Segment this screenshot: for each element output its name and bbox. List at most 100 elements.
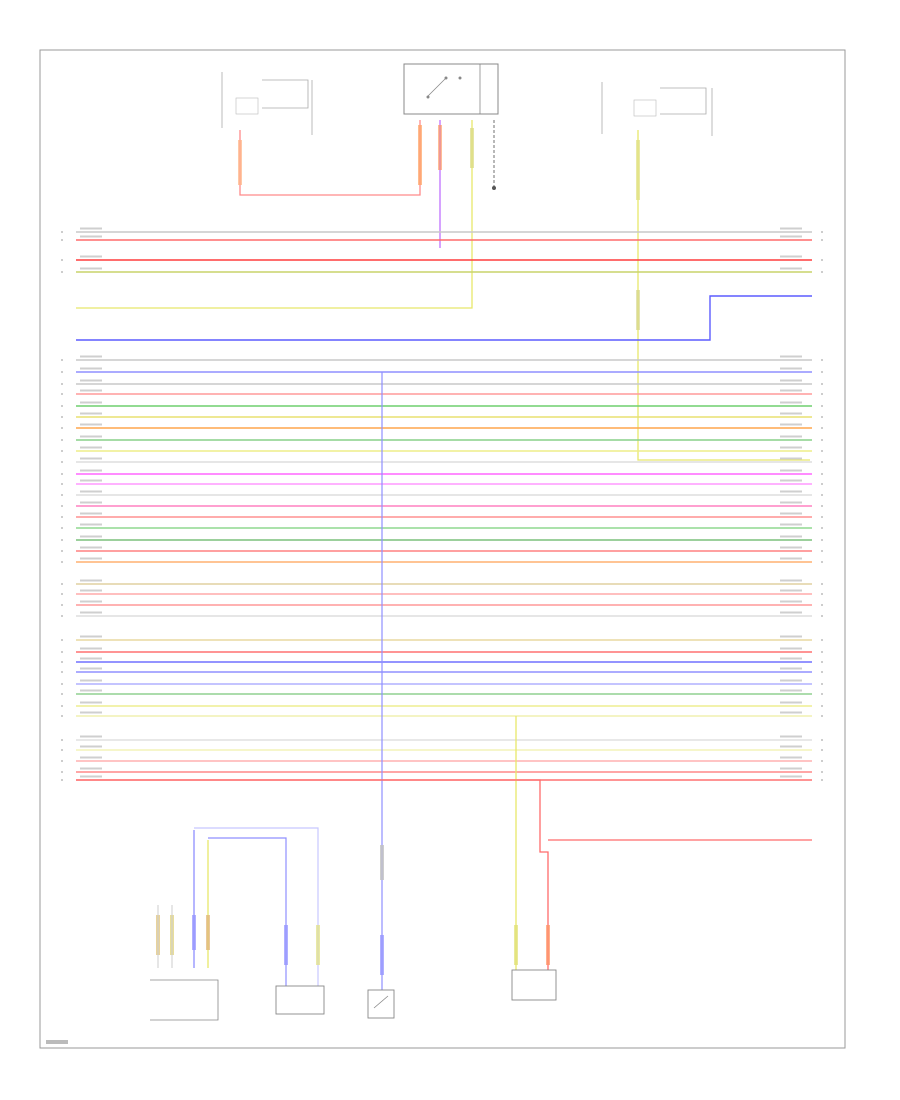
wire-bus bbox=[61, 227, 823, 781]
wire-terminal bbox=[821, 683, 823, 685]
wire-tag bbox=[780, 600, 802, 603]
wire-tag bbox=[780, 589, 802, 592]
wire-tag bbox=[780, 512, 802, 515]
wire-terminal bbox=[61, 604, 63, 606]
wire-tag bbox=[80, 255, 102, 258]
wire-terminal bbox=[61, 483, 63, 485]
wire-tag bbox=[80, 600, 102, 603]
wire-terminal bbox=[821, 593, 823, 595]
wire-tag bbox=[780, 423, 802, 426]
wire-terminal bbox=[61, 239, 63, 241]
wire-tag bbox=[780, 355, 802, 358]
wire-tag bbox=[80, 535, 102, 538]
wire-tag bbox=[780, 255, 802, 258]
wire-tag bbox=[80, 401, 102, 404]
wire-tag bbox=[780, 735, 802, 738]
wire-tag bbox=[780, 745, 802, 748]
wire-tag bbox=[80, 635, 102, 638]
wire-terminal bbox=[821, 383, 823, 385]
wire-tag bbox=[80, 689, 102, 692]
wire-tag bbox=[780, 401, 802, 404]
wire-terminal bbox=[61, 593, 63, 595]
wire-tag bbox=[80, 389, 102, 392]
wire-terminal bbox=[821, 450, 823, 452]
wire-terminal bbox=[821, 615, 823, 617]
wire-terminal bbox=[61, 583, 63, 585]
wire-terminal bbox=[821, 473, 823, 475]
wire-tag bbox=[780, 389, 802, 392]
wire-tag bbox=[80, 423, 102, 426]
fuse-block-left bbox=[221, 72, 313, 135]
module-bottom-right bbox=[76, 716, 812, 1001]
wire-terminal bbox=[61, 539, 63, 541]
wire-terminal bbox=[61, 671, 63, 673]
wire-fuse-to-relay bbox=[239, 120, 421, 196]
wire-fuse-right-yellow bbox=[637, 130, 810, 461]
wire-tag bbox=[780, 267, 802, 270]
wire-tag bbox=[780, 379, 802, 382]
wire-terminal bbox=[821, 359, 823, 361]
wire-terminal bbox=[61, 450, 63, 452]
wire-terminal bbox=[61, 639, 63, 641]
wire-terminal bbox=[821, 705, 823, 707]
wire-tag bbox=[780, 647, 802, 650]
wire-tag bbox=[780, 457, 802, 460]
wire-tag bbox=[780, 557, 802, 560]
wire-tag bbox=[80, 579, 102, 582]
wire-tag bbox=[780, 490, 802, 493]
wire-tag bbox=[80, 701, 102, 704]
wire-tag bbox=[780, 689, 802, 692]
sensor-bottom bbox=[275, 925, 325, 1015]
wire-terminal bbox=[821, 561, 823, 563]
wire-terminal bbox=[61, 561, 63, 563]
wire-tag bbox=[780, 775, 802, 778]
wire-terminal bbox=[821, 760, 823, 762]
module-bottom-left bbox=[150, 827, 319, 1021]
wire-terminal bbox=[821, 439, 823, 441]
wire-terminal bbox=[821, 779, 823, 781]
wire-terminal bbox=[61, 439, 63, 441]
wire-tag bbox=[80, 767, 102, 770]
wire-tag bbox=[780, 611, 802, 614]
wire-tag bbox=[80, 679, 102, 682]
wire-terminal bbox=[61, 771, 63, 773]
wire-tag bbox=[780, 756, 802, 759]
wire-terminal bbox=[61, 494, 63, 496]
wire-relay-yellow bbox=[76, 120, 473, 309]
wire-terminal bbox=[821, 583, 823, 585]
wire-terminal bbox=[61, 516, 63, 518]
wire-tag bbox=[80, 611, 102, 614]
wire-terminal bbox=[61, 779, 63, 781]
wire-tag bbox=[780, 469, 802, 472]
wire-tag bbox=[80, 775, 102, 778]
corner-mark bbox=[46, 1040, 68, 1044]
wire-terminal bbox=[821, 461, 823, 463]
wire-tag bbox=[780, 435, 802, 438]
wire-tag bbox=[80, 546, 102, 549]
wire-terminal bbox=[61, 383, 63, 385]
wire-terminal bbox=[821, 639, 823, 641]
wire-tag bbox=[80, 756, 102, 759]
wire-terminal bbox=[61, 405, 63, 407]
wire-tag bbox=[80, 501, 102, 504]
wire-terminal bbox=[821, 651, 823, 653]
wire-tag bbox=[80, 735, 102, 738]
switch-bottom bbox=[367, 372, 395, 1019]
wire-tag bbox=[80, 235, 102, 238]
wire-tag bbox=[80, 523, 102, 526]
wire-terminal bbox=[61, 416, 63, 418]
wire-tag bbox=[780, 523, 802, 526]
wire-tag bbox=[80, 355, 102, 358]
wire-terminal bbox=[821, 693, 823, 695]
wire-terminal bbox=[61, 651, 63, 653]
wire-terminal bbox=[61, 693, 63, 695]
wire-terminal bbox=[61, 271, 63, 273]
wire-terminal bbox=[821, 371, 823, 373]
wire-terminal bbox=[821, 527, 823, 529]
wire-terminal bbox=[61, 427, 63, 429]
wire-terminal bbox=[821, 739, 823, 741]
wire-tag bbox=[780, 446, 802, 449]
wire-tag bbox=[80, 490, 102, 493]
wire-tag bbox=[80, 446, 102, 449]
wire-terminal bbox=[821, 416, 823, 418]
